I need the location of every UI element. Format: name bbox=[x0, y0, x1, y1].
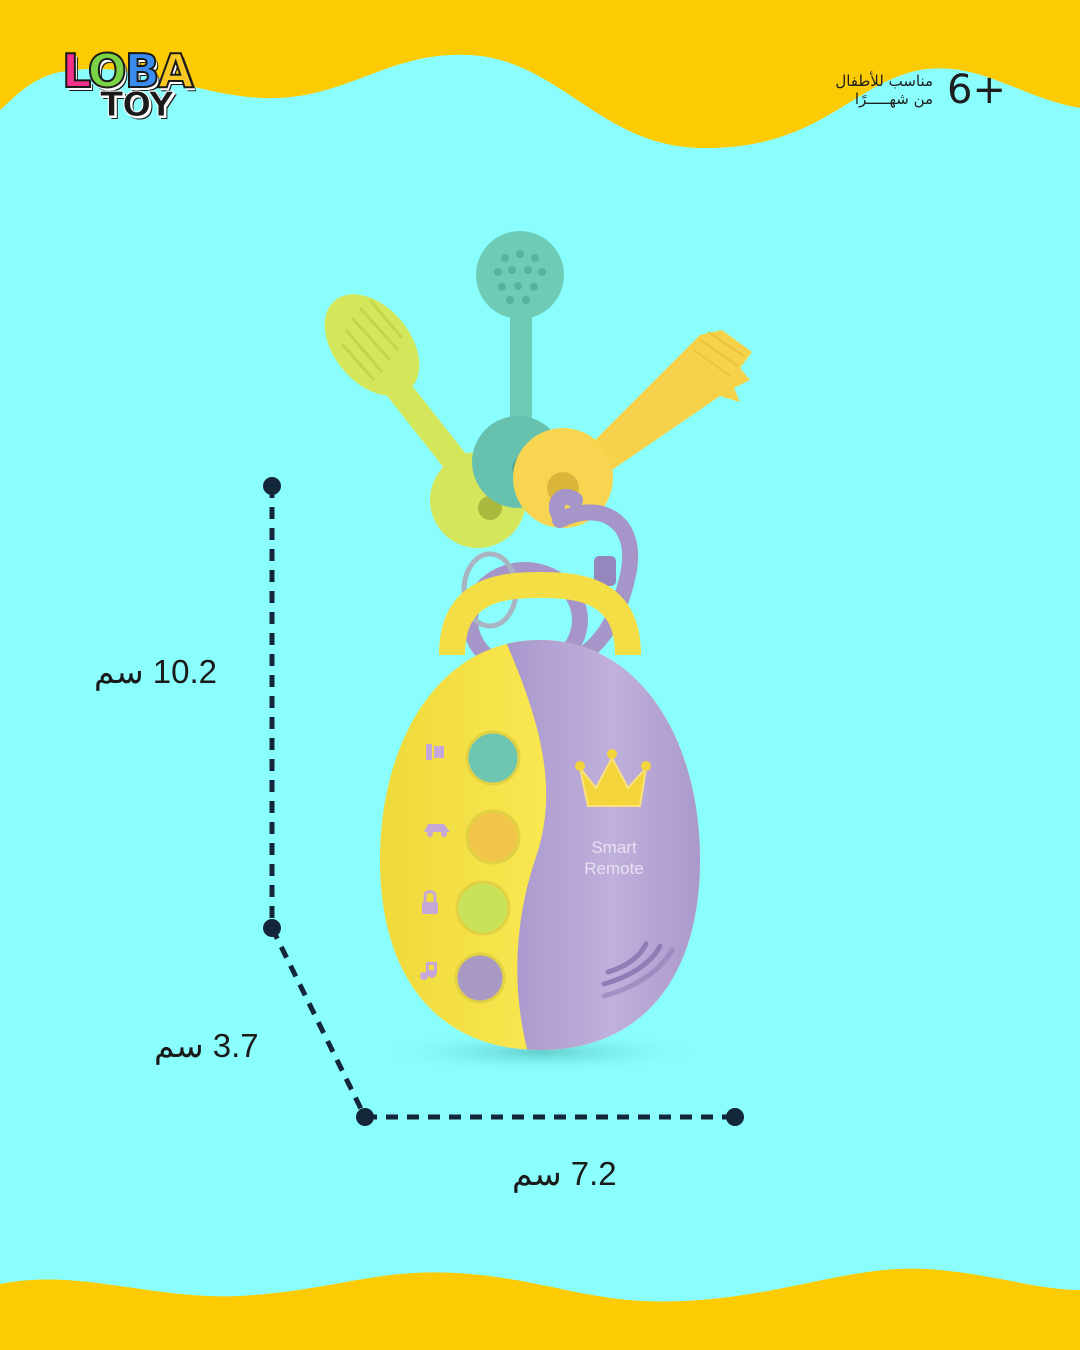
age-description: مناسب للأطفال من شهـــــرًا bbox=[835, 72, 933, 108]
flashlight-icon bbox=[426, 744, 444, 760]
lime-spoon-key bbox=[324, 294, 526, 548]
age-badge: مناسب للأطفال من شهـــــرًا 6+ bbox=[835, 60, 1006, 120]
depth-label: 3.7 سم bbox=[154, 1027, 259, 1064]
carabiner-clasp bbox=[594, 556, 616, 586]
product-image: Smart Remote bbox=[324, 231, 752, 1074]
height-label: 10.2 سم bbox=[94, 653, 218, 690]
remote-label-line-1: Smart bbox=[591, 838, 637, 857]
logo-letter: B bbox=[124, 44, 161, 98]
age-line-1: مناسب للأطفال bbox=[835, 72, 934, 90]
speaker-icon bbox=[601, 941, 675, 999]
brand-logo: LOBA TOY bbox=[61, 47, 212, 140]
car-icon bbox=[424, 824, 450, 837]
logo-letter: A bbox=[157, 44, 195, 98]
bottom-wave-decoration bbox=[0, 1268, 1080, 1350]
age-line-2: من شهـــــرًا bbox=[854, 90, 934, 108]
logo-word: TOY bbox=[100, 85, 175, 125]
logo-letter: L bbox=[61, 44, 91, 98]
depth-dimension-line bbox=[269, 926, 368, 1119]
dimension-endpoint bbox=[263, 919, 281, 937]
side-icons bbox=[420, 744, 450, 980]
top-wave-decoration bbox=[0, 0, 1080, 149]
orange-button[interactable] bbox=[467, 811, 519, 863]
crown-icon bbox=[579, 755, 648, 807]
remote-label-line-2: Remote bbox=[584, 859, 644, 878]
purple-button[interactable] bbox=[456, 954, 504, 1002]
remote-top-loop bbox=[439, 571, 641, 656]
toy-shadow bbox=[370, 1030, 710, 1074]
logo-word-toy: TOY bbox=[100, 85, 175, 125]
logo-letter: O bbox=[87, 44, 128, 98]
teal-button[interactable] bbox=[467, 732, 519, 784]
dimension-endpoint bbox=[263, 477, 281, 495]
green-button[interactable] bbox=[457, 882, 509, 934]
dimension-endpoint bbox=[726, 1108, 744, 1126]
logo-word-loba: LOBA bbox=[61, 47, 194, 95]
age-number: 6+ bbox=[947, 67, 1006, 113]
dimension-endpoint bbox=[356, 1108, 374, 1126]
lock-icon bbox=[422, 890, 438, 914]
music-note-icon bbox=[420, 962, 437, 980]
remote-buttons bbox=[454, 730, 521, 1004]
remote-body bbox=[380, 640, 700, 1050]
width-label: 7.2 سم bbox=[512, 1155, 617, 1192]
